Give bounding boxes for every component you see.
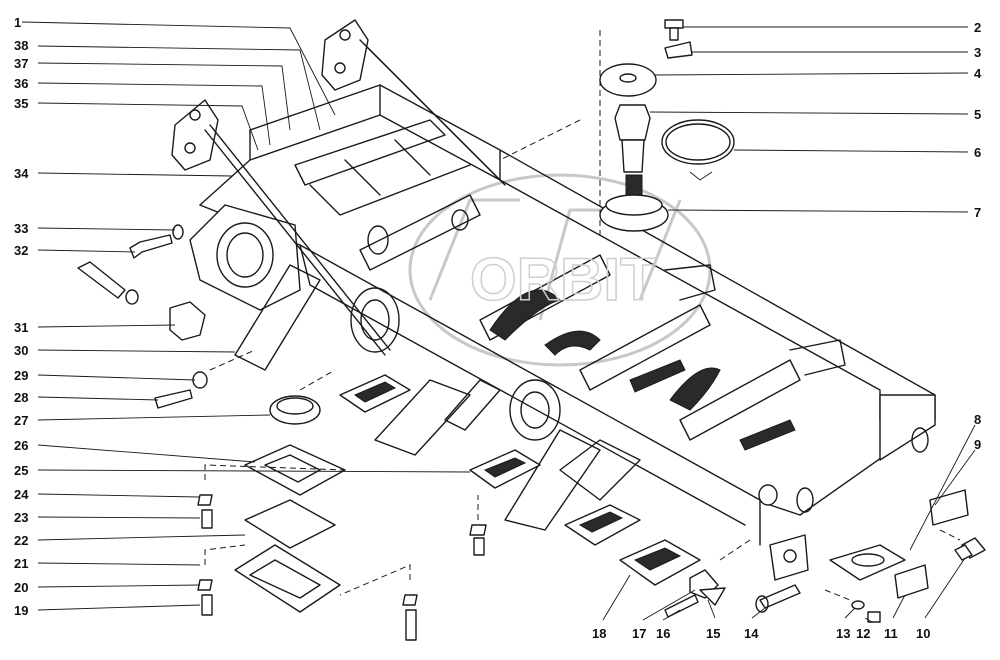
callout-28: 28 (14, 390, 28, 405)
left-fasteners (77, 224, 256, 409)
callout-13: 13 (836, 626, 850, 641)
callout-26: 26 (14, 438, 28, 453)
callouts-bottom: 18 17 16 15 14 13 12 11 10 (592, 626, 930, 641)
sling-cable-4 (204, 129, 386, 356)
callout-18: 18 (592, 626, 606, 641)
callout-3: 3 (974, 45, 981, 60)
lifting-eye-front (171, 99, 219, 171)
callout-20: 20 (14, 580, 28, 595)
callout-29: 29 (14, 368, 28, 383)
callout-25: 25 (14, 463, 28, 478)
pivot-assembly (499, 19, 735, 235)
callout-10: 10 (916, 626, 930, 641)
lower-covers (339, 374, 701, 586)
callout-30: 30 (14, 343, 28, 358)
callout-23: 23 (14, 510, 28, 525)
callout-5: 5 (974, 107, 981, 122)
lifting-eye-rear (321, 19, 369, 91)
inspection-cover-stack (197, 369, 418, 641)
callout-24: 24 (14, 487, 29, 502)
watermark-text: ORBIT (470, 246, 657, 313)
callout-11: 11 (884, 626, 898, 641)
sling-cable-3 (209, 124, 391, 351)
callout-6: 6 (974, 145, 981, 160)
callout-1: 1 (14, 15, 21, 30)
callout-37: 37 (14, 56, 28, 71)
callout-8: 8 (974, 412, 981, 427)
sling-cable-2 (364, 44, 506, 186)
callout-9: 9 (974, 437, 981, 452)
callout-17: 17 (632, 626, 646, 641)
right-fittings (664, 489, 986, 623)
callout-4: 4 (974, 66, 982, 81)
callout-12: 12 (856, 626, 870, 641)
callout-34: 34 (14, 166, 29, 181)
main-frame (189, 84, 936, 546)
callout-32: 32 (14, 243, 28, 258)
callout-7: 7 (974, 205, 981, 220)
callout-27: 27 (14, 413, 28, 428)
callouts-right: 2 3 4 5 6 7 8 9 (974, 20, 982, 452)
callout-14: 14 (744, 626, 759, 641)
callout-21: 21 (14, 556, 28, 571)
callout-36: 36 (14, 76, 28, 91)
callout-15: 15 (706, 626, 720, 641)
callout-33: 33 (14, 221, 28, 236)
callout-22: 22 (14, 533, 28, 548)
callout-38: 38 (14, 38, 28, 53)
callout-19: 19 (14, 603, 28, 618)
callouts-left: 1 38 37 36 35 34 33 32 31 30 29 28 27 26… (14, 15, 29, 618)
callout-16: 16 (656, 626, 670, 641)
callout-35: 35 (14, 96, 28, 111)
callout-31: 31 (14, 320, 28, 335)
callout-2: 2 (974, 20, 981, 35)
leader-lines (21, 21, 976, 623)
